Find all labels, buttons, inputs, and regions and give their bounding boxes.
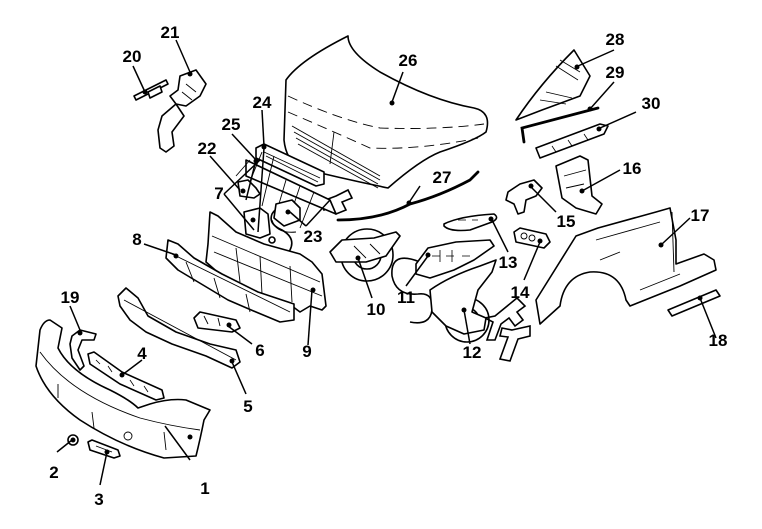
callout-18: 18 bbox=[709, 331, 728, 350]
part-2-round-cap bbox=[67, 434, 79, 446]
callout-2: 2 bbox=[49, 463, 58, 482]
callout-21: 21 bbox=[161, 23, 180, 42]
part-28-quarter-glass bbox=[515, 49, 591, 121]
part-10-headlamp bbox=[329, 231, 401, 263]
callout-4: 4 bbox=[137, 344, 147, 363]
callout-12: 12 bbox=[463, 343, 482, 362]
part-24-grille bbox=[235, 143, 337, 229]
leader-lines bbox=[56, 39, 717, 486]
callout-labels: 1 2 3 4 5 6 7 8 9 10 11 12 13 14 15 16 1… bbox=[49, 23, 727, 509]
part-19-end-bracket bbox=[69, 329, 97, 371]
part-13-indicator-lens bbox=[443, 213, 498, 232]
part-1-front-bumper bbox=[35, 319, 211, 459]
part-30-trim-strip bbox=[535, 123, 609, 159]
callout-10: 10 bbox=[367, 300, 386, 319]
callout-7: 7 bbox=[214, 184, 223, 203]
part-14-rear-lamp bbox=[513, 227, 551, 249]
callout-30: 30 bbox=[642, 94, 661, 113]
part-21-bonnet-hinge bbox=[157, 69, 207, 153]
part-8-lower-crossmember bbox=[165, 239, 295, 323]
callout-8: 8 bbox=[132, 230, 141, 249]
part-15-hinge bbox=[505, 179, 543, 215]
part-3-grille-insert bbox=[87, 439, 121, 459]
callout-3: 3 bbox=[94, 490, 103, 509]
part-4-bumper-grille bbox=[87, 351, 165, 401]
part-17-rear-quarter bbox=[535, 207, 717, 325]
part-18-side-moulding bbox=[667, 289, 721, 317]
callout-15: 15 bbox=[557, 212, 576, 231]
callout-22: 22 bbox=[198, 139, 217, 158]
part-20-gas-strut bbox=[133, 79, 169, 101]
callout-14: 14 bbox=[511, 283, 530, 302]
callout-1: 1 bbox=[200, 479, 209, 498]
callout-20: 20 bbox=[123, 47, 142, 66]
part-5-reinforcement bbox=[117, 287, 241, 369]
callout-6: 6 bbox=[255, 341, 264, 360]
callout-13: 13 bbox=[499, 253, 518, 272]
callout-28: 28 bbox=[606, 30, 625, 49]
callout-29: 29 bbox=[606, 63, 625, 82]
callout-16: 16 bbox=[623, 159, 642, 178]
callout-5: 5 bbox=[243, 397, 252, 416]
callout-19: 19 bbox=[61, 288, 80, 307]
callout-26: 26 bbox=[399, 51, 418, 70]
part-11-headlamp bbox=[415, 239, 495, 279]
callout-23: 23 bbox=[304, 227, 323, 246]
callout-9: 9 bbox=[302, 342, 311, 361]
callout-24: 24 bbox=[253, 93, 272, 112]
callout-27: 27 bbox=[433, 168, 452, 187]
callout-11: 11 bbox=[397, 288, 415, 307]
callout-17: 17 bbox=[691, 206, 710, 225]
part-12-arch-liner bbox=[429, 259, 497, 335]
part-26-bonnet bbox=[283, 35, 489, 189]
part-16-quarter-bracket bbox=[555, 155, 603, 215]
callout-25: 25 bbox=[222, 115, 241, 134]
